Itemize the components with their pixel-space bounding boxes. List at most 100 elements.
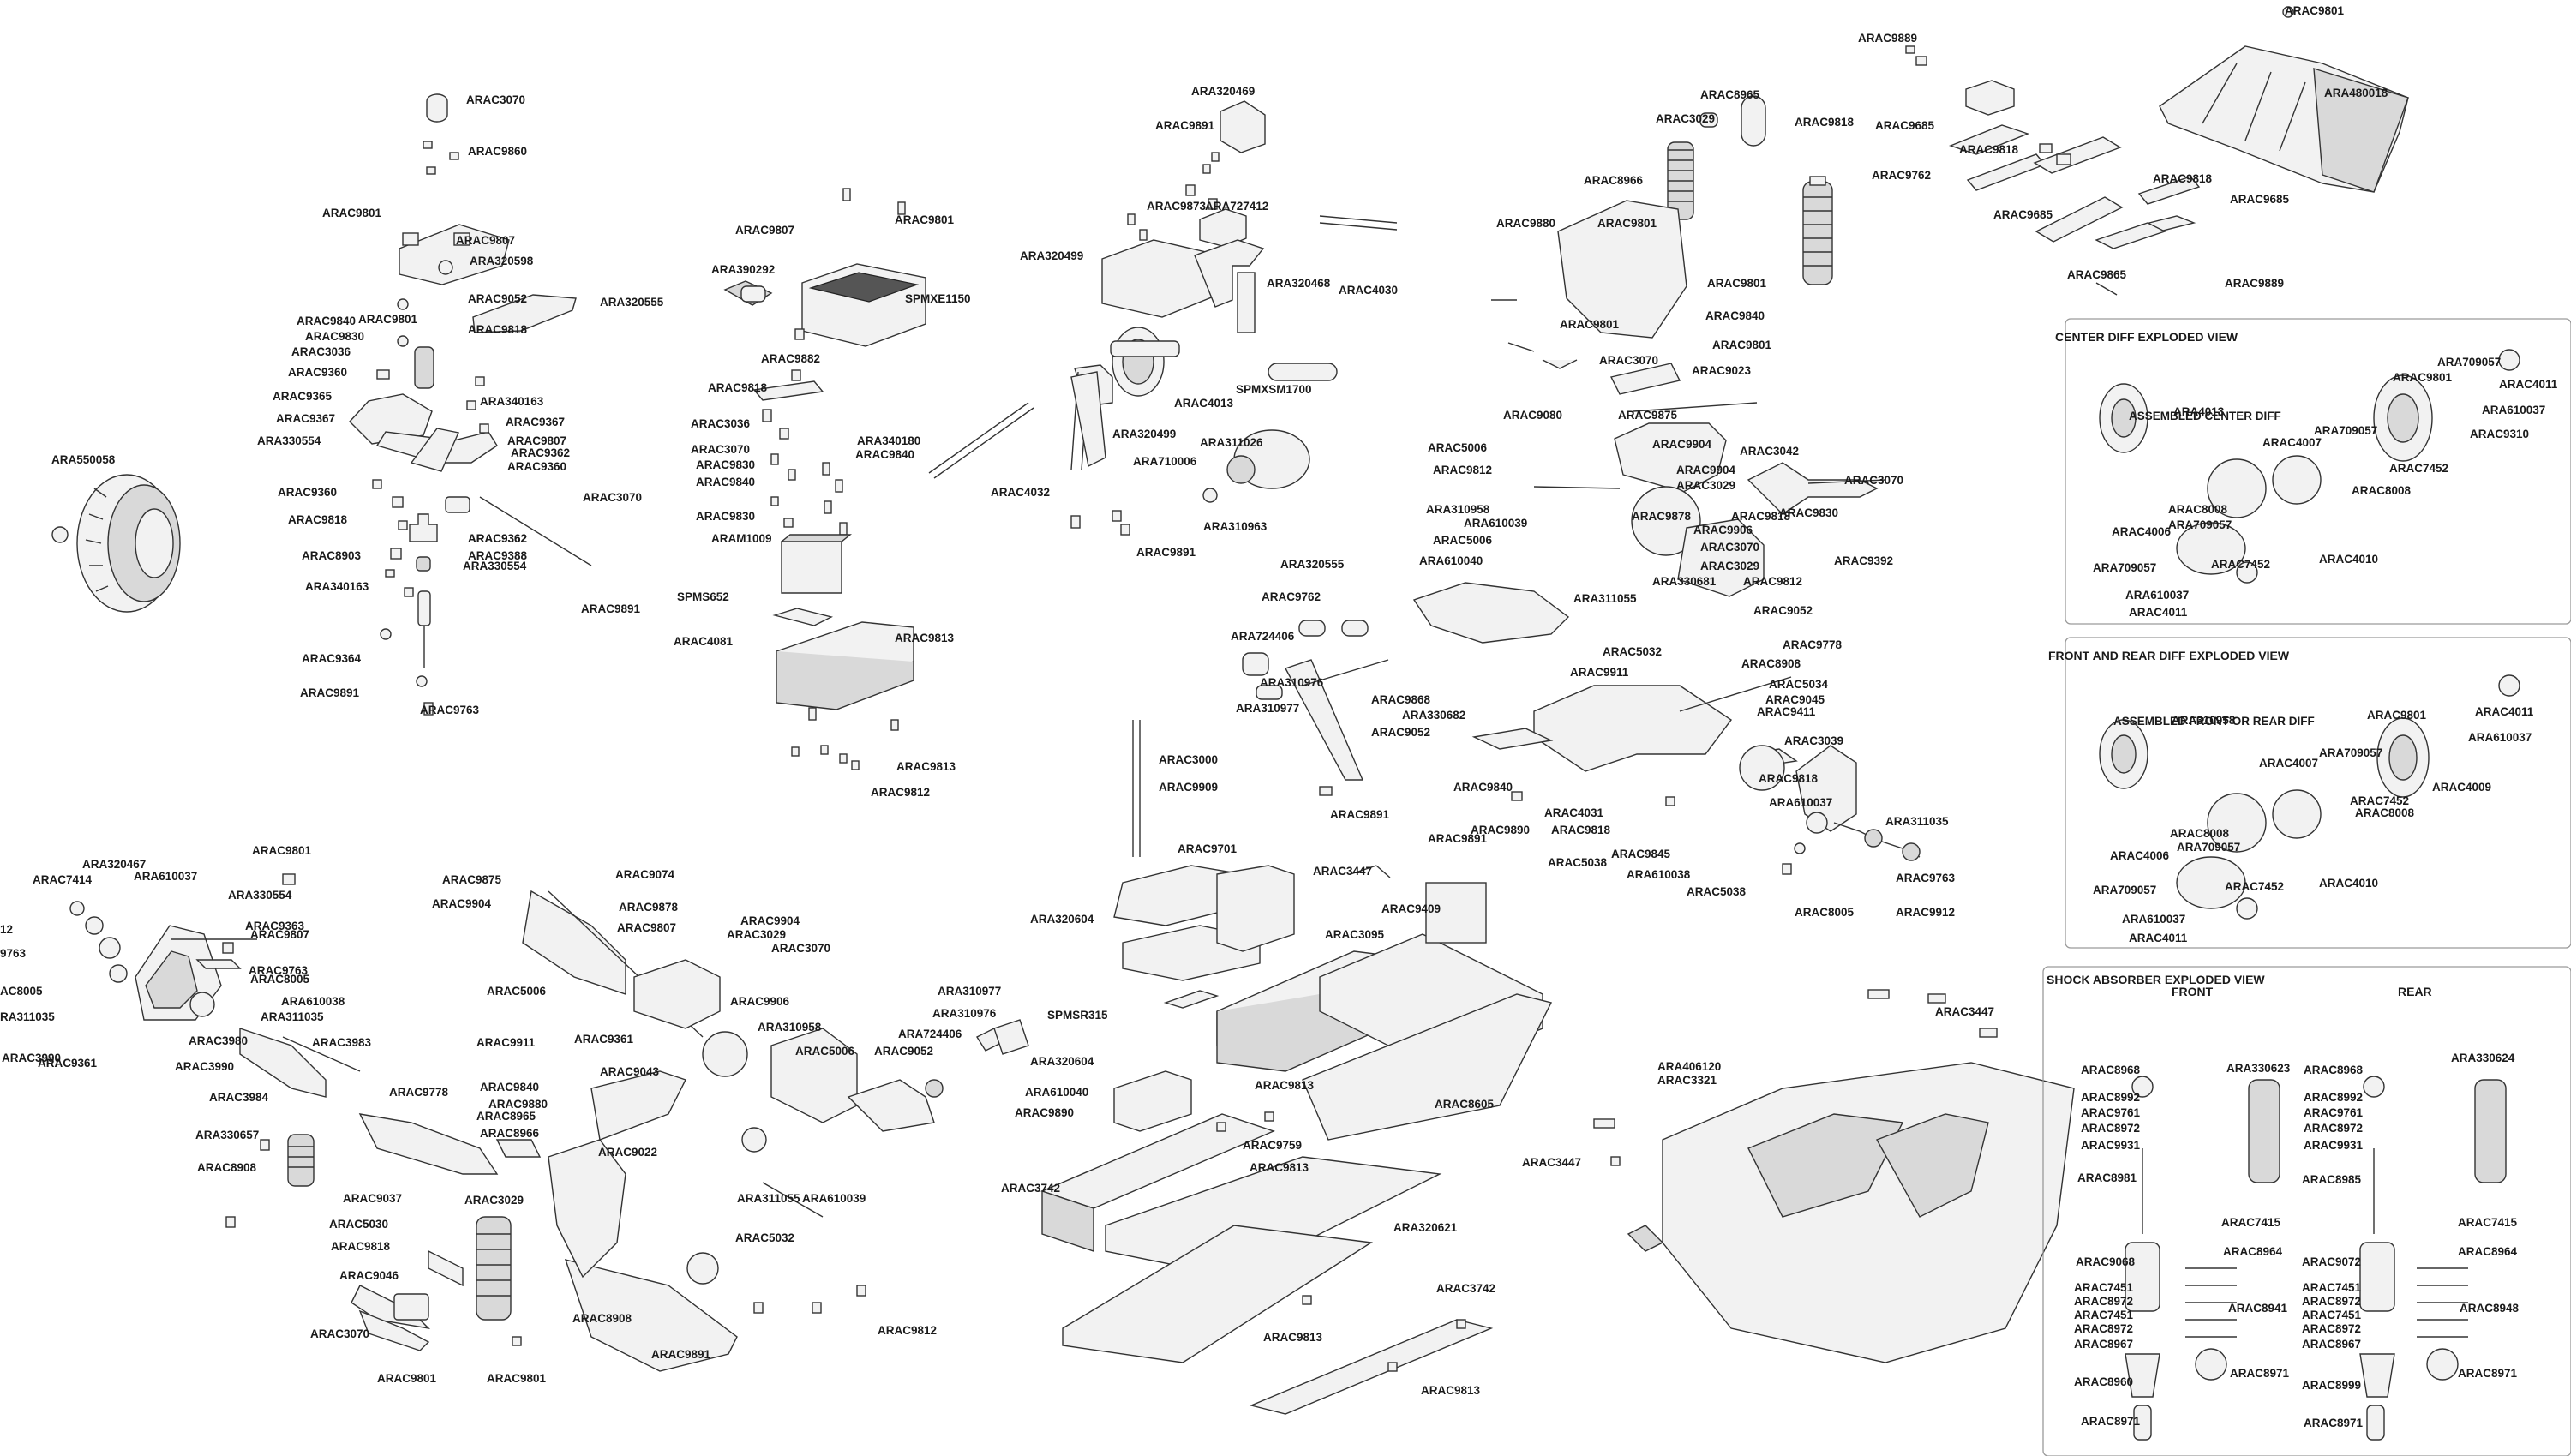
part-label-chassis-0: ARAC3000 — [1159, 753, 1218, 766]
part-label-edge-0: 12 — [0, 923, 13, 936]
part-label-center_diff-0: ARA709057 — [2437, 356, 2501, 368]
part-label-rear-37: ARAC9762 — [1262, 590, 1321, 603]
part-label-front-57: ARA310977 — [938, 985, 1001, 998]
part-label-shock_front-10: ARAC8972 — [2074, 1322, 2133, 1335]
part-label-center_diff-16: ARA610037 — [2125, 589, 2189, 602]
shock-rear-title: REAR — [2398, 985, 2432, 998]
part-label-chassis-15: ARAC3742 — [1436, 1282, 1495, 1295]
part-label-front-24: ARAC9807 — [617, 921, 676, 934]
part-label-front-56: ARA310976 — [932, 1007, 997, 1020]
part-label-steer-14: ARAC9365 — [273, 390, 333, 403]
part-label-rear-64: ARAC9763 — [1896, 872, 1956, 884]
part-label-chassis-7: SPMSR315 — [1047, 1009, 1108, 1022]
part-label-rear-57: ARAC9890 — [1471, 824, 1530, 836]
part-label-center_diff-5: ARAC4007 — [2262, 436, 2322, 449]
part-label-shock_front-15: ARAC7415 — [2221, 1216, 2281, 1229]
part-label-rear-30: ARAC3029 — [1700, 560, 1759, 572]
part-label-steer-3: ARAC9807 — [456, 234, 515, 247]
part-label-center_diff-17: ARAC4011 — [2129, 606, 2188, 619]
part-label-center_diff-3: ARA610037 — [2482, 404, 2545, 416]
part-label-front-3: ARA610037 — [134, 870, 197, 883]
part-label-front-52: ARAC9891 — [651, 1348, 711, 1361]
part-label-chassis-16: ARAC9813 — [1263, 1331, 1323, 1344]
part-label-rear-32: ARA330681 — [1652, 575, 1717, 588]
part-label-rear-27: ARAC9906 — [1693, 524, 1753, 536]
part-label-center-8: SPMXSM1700 — [1236, 383, 1312, 396]
part-label-front-38: ARAC8966 — [480, 1127, 540, 1140]
part-label-front-42: ARAC9818 — [331, 1240, 391, 1253]
part-label-shock_front-2: ARAC9761 — [2081, 1106, 2141, 1119]
part-label-esc-9: ARAC9840 — [855, 448, 914, 461]
part-label-fr_diff-13: ARAC4010 — [2319, 877, 2378, 890]
part-label-rear-7: ARAC9840 — [1705, 309, 1765, 322]
part-label-shock_front-11: ARAC8967 — [2074, 1338, 2133, 1351]
part-label-rear-40: ARAC9778 — [1783, 638, 1843, 651]
part-label-chassis-1: ARAC9909 — [1159, 781, 1218, 794]
part-label-steer-28: ARA340163 — [305, 580, 369, 593]
part-label-front-21: ARAC9904 — [432, 897, 492, 910]
part-label-rear-45: ARAC9868 — [1371, 693, 1431, 706]
part-label-wing-4: ARAC9818 — [1959, 143, 2019, 156]
part-label-front-46: ARAC5032 — [735, 1231, 794, 1244]
part-label-body-0: ARAC3447 — [1935, 1005, 1994, 1018]
part-label-shock_front-9: ARAC7451 — [2074, 1309, 2134, 1321]
part-label-steer-22: ARAC3070 — [583, 491, 642, 504]
panel-titles: CENTER DIFF EXPLODED VIEW FRONT AND REAR… — [2047, 330, 2432, 998]
part-label-edge-2: AC8005 — [0, 985, 43, 998]
part-label-shock_rear-8: ARAC8972 — [2302, 1295, 2361, 1308]
part-label-chassis-17: ARAC9813 — [1421, 1384, 1481, 1397]
part-label-rear-50: ARAC9052 — [1371, 726, 1430, 739]
part-label-steer-8: ARAC9830 — [305, 330, 364, 343]
part-label-steer-7: ARAC9801 — [358, 313, 418, 326]
part-label-steer-24: ARAC9362 — [468, 532, 527, 545]
part-label-edge-1: 9763 — [0, 947, 27, 960]
part-label-body-2: ARAC3321 — [1657, 1074, 1717, 1087]
part-label-center_diff-2: ARAC9801 — [2393, 371, 2453, 384]
part-label-shock_front-14: ARA330623 — [2226, 1062, 2291, 1075]
part-label-rear-38: ARAC5032 — [1603, 645, 1662, 658]
part-label-front-45: ARA311055 — [737, 1192, 800, 1205]
part-label-rear-43: ARA310976 — [1260, 676, 1324, 689]
part-label-front-49: ARAC9801 — [377, 1372, 437, 1385]
part-label-steer-5: ARAC9052 — [468, 292, 527, 305]
part-label-rear-66: ARAC8005 — [1795, 906, 1855, 919]
part-label-shock_rear-11: ARAC8967 — [2302, 1338, 2361, 1351]
part-label-center-14: ARAC9891 — [1136, 546, 1196, 559]
part-label-rear-24: ARAC9818 — [1731, 510, 1791, 523]
part-label-fr_diff-15: ARA610037 — [2122, 913, 2185, 926]
part-label-rear-29: ARA610040 — [1419, 554, 1483, 567]
part-label-front-59: ARAC9890 — [1015, 1106, 1074, 1119]
part-label-esc-16: ARAC9813 — [895, 632, 955, 644]
part-label-center-10: ARA311026 — [1200, 436, 1263, 449]
part-label-shock_rear-12: ARAC8999 — [2302, 1379, 2361, 1392]
part-label-front-22: ARAC9074 — [615, 868, 675, 881]
part-label-shock_front-7: ARAC7451 — [2074, 1281, 2134, 1294]
part-label-front-17: ARAC9778 — [389, 1086, 449, 1099]
assembled-center-label: ASSEMBLED CENTER DIFF — [2129, 410, 2281, 422]
part-label-chassis-12: ARAC9813 — [1250, 1161, 1309, 1174]
part-label-esc-13: ARAM1009 — [711, 532, 772, 545]
part-label-rear-36: ARAC9052 — [1753, 604, 1813, 617]
part-label-shock_rear-15: ARAC7415 — [2458, 1216, 2518, 1229]
part-label-rear-21: ARA310958 — [1426, 503, 1490, 516]
part-label-front-25: ARAC9904 — [740, 914, 800, 927]
part-label-steer-9: ARAC9818 — [468, 323, 528, 336]
part-label-center-3: ARA727412 — [1205, 200, 1268, 213]
part-label-rear-16: ARAC5006 — [1428, 441, 1488, 454]
part-label-rear-51: ARAC3039 — [1784, 734, 1843, 747]
part-label-wing-5: ARAC9762 — [1872, 169, 1931, 182]
part-label-chassis-10: ARAC8605 — [1435, 1098, 1495, 1111]
part-label-shock_front-12: ARAC8960 — [2074, 1375, 2133, 1388]
part-label-front-43: ARAC5030 — [329, 1218, 388, 1231]
part-label-shock_rear-13: ARAC8971 — [2304, 1417, 2364, 1429]
part-label-rear-41: ARAC9911 — [1570, 666, 1629, 679]
part-label-steer-10: ARAC3036 — [291, 345, 351, 358]
part-label-center_diff-11: ARA709057 — [2168, 518, 2232, 531]
part-label-fr_diff-4: ARAC4007 — [2259, 757, 2318, 770]
part-label-shock_front-13: ARAC8971 — [2081, 1415, 2141, 1428]
part-label-wing-2: ARA480018 — [2324, 87, 2388, 99]
part-label-rear-23: ARAC9878 — [1632, 510, 1692, 523]
part-label-front-47: ARAC9046 — [339, 1269, 399, 1282]
part-label-front-7: ARAC8005 — [250, 973, 310, 986]
